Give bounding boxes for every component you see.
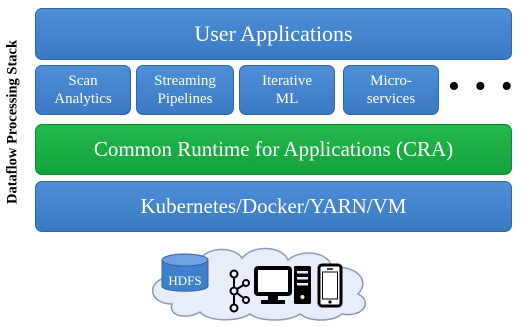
app-box-line2: Pipelines — [157, 91, 213, 107]
database-icon: HDFS — [161, 253, 209, 292]
hdfs-label: HDFS — [168, 273, 201, 288]
app-box-line1: Iterative — [262, 73, 312, 89]
app-box-line1: Scan — [68, 73, 98, 89]
cra-bar: Common Runtime for Applications (CRA) — [35, 124, 512, 175]
app-box-line2: ML — [275, 91, 299, 107]
app-box-microservices: Micro-services — [343, 65, 439, 115]
desktop-tower-icon — [294, 266, 311, 304]
stack-side-label: Dataflow Processing Stack — [4, 39, 21, 205]
infrastructure-bar: Kubernetes/Docker/YARN/VM — [35, 181, 512, 232]
app-box-line1: Micro- — [370, 73, 412, 89]
monitor-icon — [254, 266, 292, 304]
app-box-line1: Streaming — [154, 73, 216, 89]
user-applications-bar: User Applications — [35, 8, 512, 60]
cloud-resources: HDFS — [152, 247, 366, 321]
app-box-line2: Analytics — [54, 91, 112, 107]
app-box-line2: services — [366, 91, 416, 107]
more-apps-ellipsis: • • • — [448, 68, 516, 105]
kafka-icon — [229, 269, 250, 313]
phone-icon — [317, 263, 343, 308]
